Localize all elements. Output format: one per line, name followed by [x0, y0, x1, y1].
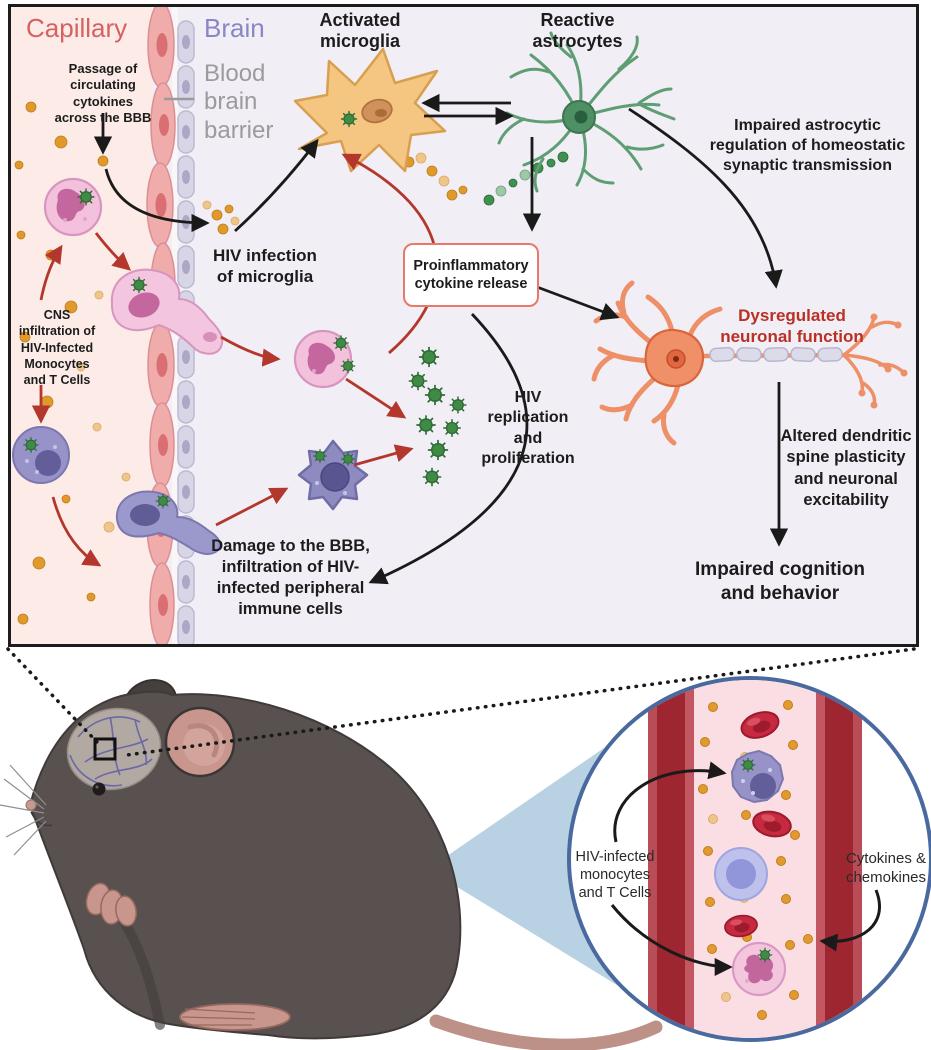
- impaired-astrocytic-annotation: Impaired astrocytic regulation of homeos…: [709, 117, 906, 174]
- mouse-ear: [164, 706, 236, 778]
- hiv-infection-annotation: HIV infection of microglia: [213, 246, 317, 286]
- mouse: [0, 679, 462, 1040]
- mouse-forepaw: [85, 882, 137, 927]
- mouse-eye: [92, 782, 106, 796]
- brain-roi-square: [93, 737, 117, 761]
- neuron-cell: [591, 280, 908, 446]
- hiv-infected-monocyte-brain: [293, 329, 356, 389]
- mouse-whiskers: [0, 764, 47, 856]
- activated-microglia-label: Activated microglia: [319, 10, 401, 52]
- proinflammatory-cytokine-box: Proinflammatory cytokine release: [403, 243, 539, 307]
- vessel-inset: [567, 676, 931, 1042]
- blood-brain-barrier-label: Blood brain barrier: [204, 60, 274, 144]
- inset-infected-monocyte: [731, 750, 784, 803]
- virus-icon: [155, 493, 171, 509]
- inset-infected-granulocyte: [731, 941, 787, 997]
- astrocyte-cytokine-trail: [483, 151, 569, 206]
- hiv-infected-tcell-capillary: [12, 426, 70, 484]
- mouse-tail: [429, 1014, 663, 1050]
- reactive-astrocytes-label: Reactive astrocytes: [532, 10, 623, 52]
- dysregulated-neuronal-label: Dysregulated neuronal function: [720, 306, 864, 346]
- damage-bbb-annotation: Damage to the BBB, infiltration of HIV- …: [211, 537, 370, 619]
- activated-microglia-cell: [293, 47, 447, 173]
- mouse-nose: [25, 799, 37, 811]
- bbb-glial-cells: [177, 20, 195, 644]
- activated-infected-cell-brain: [297, 439, 369, 511]
- reactive-astrocyte-cell: [497, 31, 676, 193]
- bbb-panel: [8, 4, 919, 647]
- proinflammatory-cytokine-label: Proinflammatory cytokine release: [413, 257, 529, 292]
- red-blood-cells: [724, 711, 792, 938]
- altered-dendritic-annotation: Altered dendritic spine plasticity and n…: [780, 427, 912, 510]
- inset-cytokines-label: Cytokines & chemokines: [845, 850, 927, 886]
- brain-region-label: Brain: [204, 13, 265, 43]
- magnifier-wedge: [428, 737, 620, 987]
- hiv-replication-annotation: HIV replication and proliferation: [481, 389, 575, 468]
- hiv-infected-monocyte-capillary: [43, 177, 103, 237]
- mouse-hindfoot: [179, 1003, 291, 1031]
- capillary-region-label: Capillary: [26, 13, 128, 43]
- cns-infiltration-annotation: CNS infiltration of HIV-Infected Monocyt…: [18, 308, 96, 387]
- virus-icon: [130, 276, 148, 294]
- passage-annotation: Passage of circulating cytokines across …: [54, 61, 152, 125]
- black-arrows: [93, 93, 789, 585]
- bbb-panel-illustration: [11, 7, 916, 644]
- inset-arrows: [610, 761, 881, 976]
- inset-hiv-infected-label: HIV-infected monocytes and T Cells: [575, 849, 655, 902]
- projection-dotted-lines: [6, 647, 916, 757]
- inset-lymphocyte: [714, 847, 768, 901]
- impaired-cognition-annotation: Impaired cognition and behavior: [695, 559, 865, 604]
- myelin-sheath: [709, 346, 843, 363]
- cytokine-dots-brain-entry: [202, 200, 240, 235]
- mouse-and-inset-illustration: [0, 647, 931, 1050]
